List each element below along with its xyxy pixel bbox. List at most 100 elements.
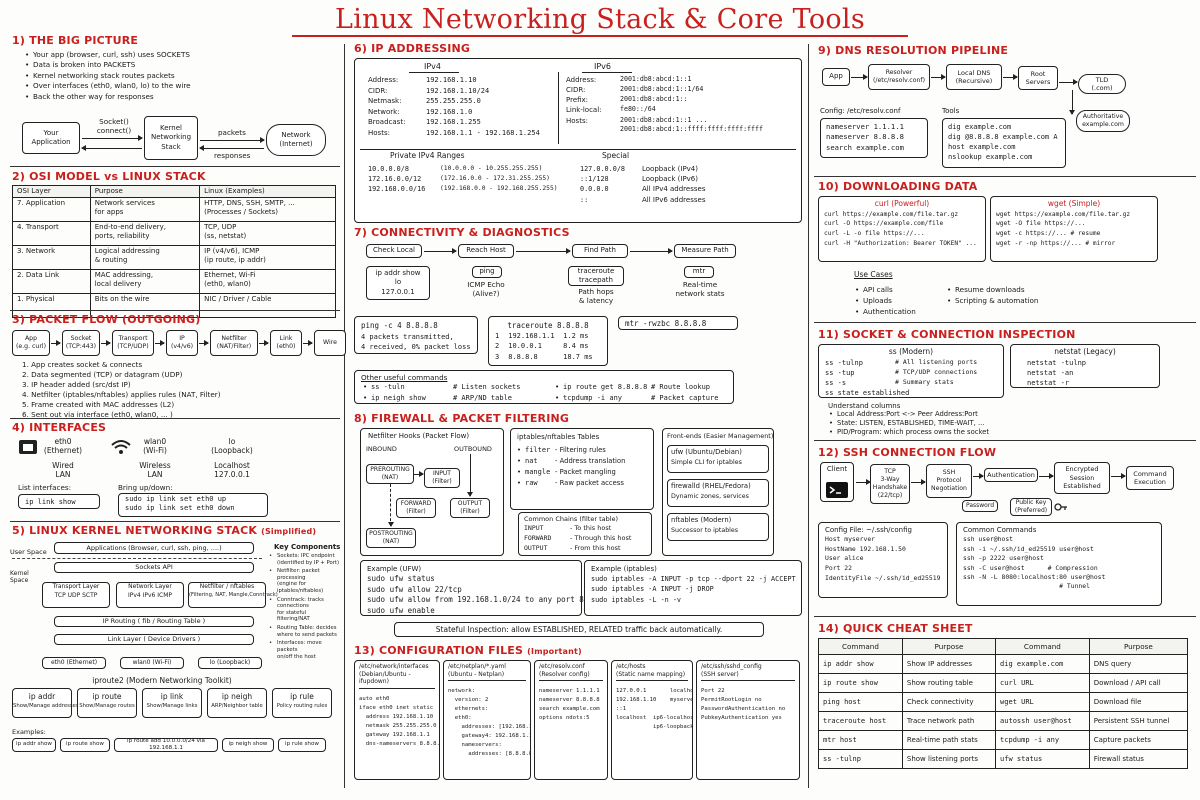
other-cmd: tcpdump -i any [563, 393, 623, 402]
packet-flow-step: 4. Netfilter (iptables/nftables) applies… [22, 390, 221, 400]
section-interfaces: 4) INTERFACES eth0 (Ethernet) Wired LAN … [12, 421, 338, 521]
network-layer-box: Network Layer IPv4 IPv6 ICMP [116, 582, 184, 608]
cheat-cell: Capture packets [1088, 730, 1189, 751]
ipts-line: sudo iptables -L -n -v [591, 595, 682, 604]
key-component: Sockets: IPC endpoint (identified by IP … [268, 553, 340, 566]
cheat-cell: ufw status [995, 749, 1090, 770]
arrow [51, 340, 61, 346]
config-file-title: /etc/netplan/*.yaml (Ubuntu - Netplan) [448, 663, 526, 681]
cheat-cell: curl URL [995, 673, 1090, 694]
key-component: Conntrack: tracks connections for statef… [268, 597, 340, 623]
wgetb-line: wget -O file https://... [996, 220, 1086, 228]
kv-value: 192.168.1.0 [426, 107, 473, 116]
ssh-command: Command Execution [1126, 466, 1174, 490]
section-big-picture: 1) THE BIG PICTURE Your app (browser, cu… [12, 34, 338, 164]
packet-flow-box: Socket (TCP:443) [62, 330, 100, 356]
osi-cell: TCP, UDP (ss, netstat) [199, 221, 336, 247]
special-addr: 127.0.0.0/8 [580, 165, 626, 173]
diag-step: Find Path [572, 244, 628, 258]
config-file-title: /etc/hosts (Static name mapping) [616, 663, 688, 681]
section-heading: 5) LINUX KERNEL NETWORKING STACK [12, 524, 258, 537]
chain-row: FORWARD- Through this host [524, 534, 646, 544]
ss-comment: # Summary stats [895, 378, 954, 387]
network-box: Network (Internet) [266, 124, 326, 156]
mtr-tool: mtr [684, 266, 714, 278]
table-row: •mangle- Packet mangling [517, 467, 647, 478]
ip-routing-box: IP Routing ( fib / Routing Table ) [54, 616, 254, 627]
other-cmd-comment: # Packet capture [651, 393, 719, 402]
section-subheading: (Simplified) [261, 527, 317, 536]
section-heading: 13) CONFIGURATION FILES [354, 644, 524, 657]
ssh-protocol: SSH Protocol Negotiation [926, 464, 972, 498]
ipts-line: sudo iptables -A INPUT -p tcp --dport 22… [591, 575, 796, 584]
kv-label: Netmask: [368, 97, 402, 105]
dns-resolver: Resolver (/etc/resolv.conf) [868, 64, 930, 90]
osi-cell: Network services for apps [89, 197, 201, 223]
dns-tools-box: dig example.com dig @8.8.8.8 example.com… [942, 118, 1066, 168]
hop-cell: 1 [495, 332, 500, 341]
section-sockets: 11) SOCKET & CONNECTION INSPECTION ss (M… [818, 328, 1192, 440]
arrow [424, 248, 457, 254]
kv-value: 192.168.1.10 [426, 76, 477, 84]
osi-cell: MAC addressing, local delivery [89, 269, 201, 295]
special-addr: ::1/128 [580, 175, 609, 184]
diag-step: Measure Path [674, 244, 736, 258]
kv-label: Address: [566, 76, 597, 84]
eth0-desc: Wired LAN [52, 461, 74, 480]
use-case: Scripting & automation [946, 295, 1039, 306]
section-heading: 3) PACKET FLOW (OUTGOING) [12, 313, 201, 326]
frontend-name: firewalld (RHEL/Fedora) [671, 482, 751, 491]
range-span: (172.16.0.0 - 172.31.255.255) [440, 175, 550, 183]
cheat-cell: wget URL [995, 692, 1090, 713]
other-cmd: ip route get 8.8.8.8 [563, 383, 648, 391]
table-row: •raw- Raw packet access [517, 478, 647, 489]
ss-box: ss (Modern) ss -tulnp# All listening por… [818, 344, 1004, 398]
table-row: •filter- Filtering rules [517, 445, 647, 456]
tool-desc: Show/Manage links [146, 702, 198, 709]
dns-root: Root Servers [1018, 66, 1058, 90]
cheat-cell: Check connectivity [901, 692, 997, 713]
kv-label: Hosts: [566, 116, 588, 125]
section-firewall: 8) FIREWALL & PACKET FILTERING Netfilter… [354, 412, 802, 640]
eth0-label: eth0 (Ethernet) [43, 437, 83, 456]
packet-flow-box: Wire [314, 330, 346, 356]
config-file-body: auto eth0 iface eth0 inet static address… [359, 695, 440, 747]
section-dns: 9) DNS RESOLUTION PIPELINE App Resolver … [818, 44, 1192, 174]
tool-name: ip link [160, 692, 184, 701]
osi-cell: 1. Physical [12, 293, 91, 319]
kv-label: Address: [368, 76, 399, 84]
ss-row: ss state established [825, 388, 997, 398]
config-files: /etc/network/interfaces (Debian/Ubuntu -… [354, 660, 802, 782]
curl-box: curl (Powerful) curl https://example.com… [818, 196, 986, 262]
kv-row: Netmask:255.255.255.0 [368, 96, 540, 107]
table-name: raw [525, 478, 538, 487]
ssh-config-box: Config File: ~/.ssh/config Host myserver… [818, 522, 948, 598]
kv-row: Address:2001:db8:abcd:1::1 [566, 75, 763, 85]
other-cmd-row: •ip neigh show# ARP/ND table [363, 393, 520, 404]
stateful-note: Stateful Inspection: allow ESTABLISHED, … [394, 622, 764, 637]
cheat-cell: ip addr show [818, 654, 903, 675]
section-ip-addressing: 6) IP ADDRESSING IPv4 IPv6 Address:192.1… [354, 42, 802, 223]
up-label: Bring up/down: [118, 483, 173, 492]
kv-row: Prefix:2001:db8:abcd:1:: [566, 95, 763, 105]
other-cmd-comment: # ARP/ND table [453, 393, 513, 402]
section-ssh: 12) SSH CONNECTION FLOW Client TCP 3-Way… [818, 446, 1192, 616]
section-heading: 10) DOWNLOADING DATA [818, 180, 978, 193]
wget-box: wget (Simple) wget https://example.com/f… [990, 196, 1158, 262]
section-heading: 14) QUICK CHEAT SHEET [818, 622, 973, 635]
special-heading: Special [602, 151, 630, 160]
section-heading: 12) SSH CONNECTION FLOW [818, 446, 997, 459]
bullet: • [555, 393, 560, 402]
key-components-list: Sockets: IPC endpoint (identified by IP … [268, 553, 340, 662]
traceroute-desc: Path hops & latency [578, 287, 614, 305]
title-underline [292, 35, 908, 37]
ethernet-port-icon [19, 440, 37, 454]
